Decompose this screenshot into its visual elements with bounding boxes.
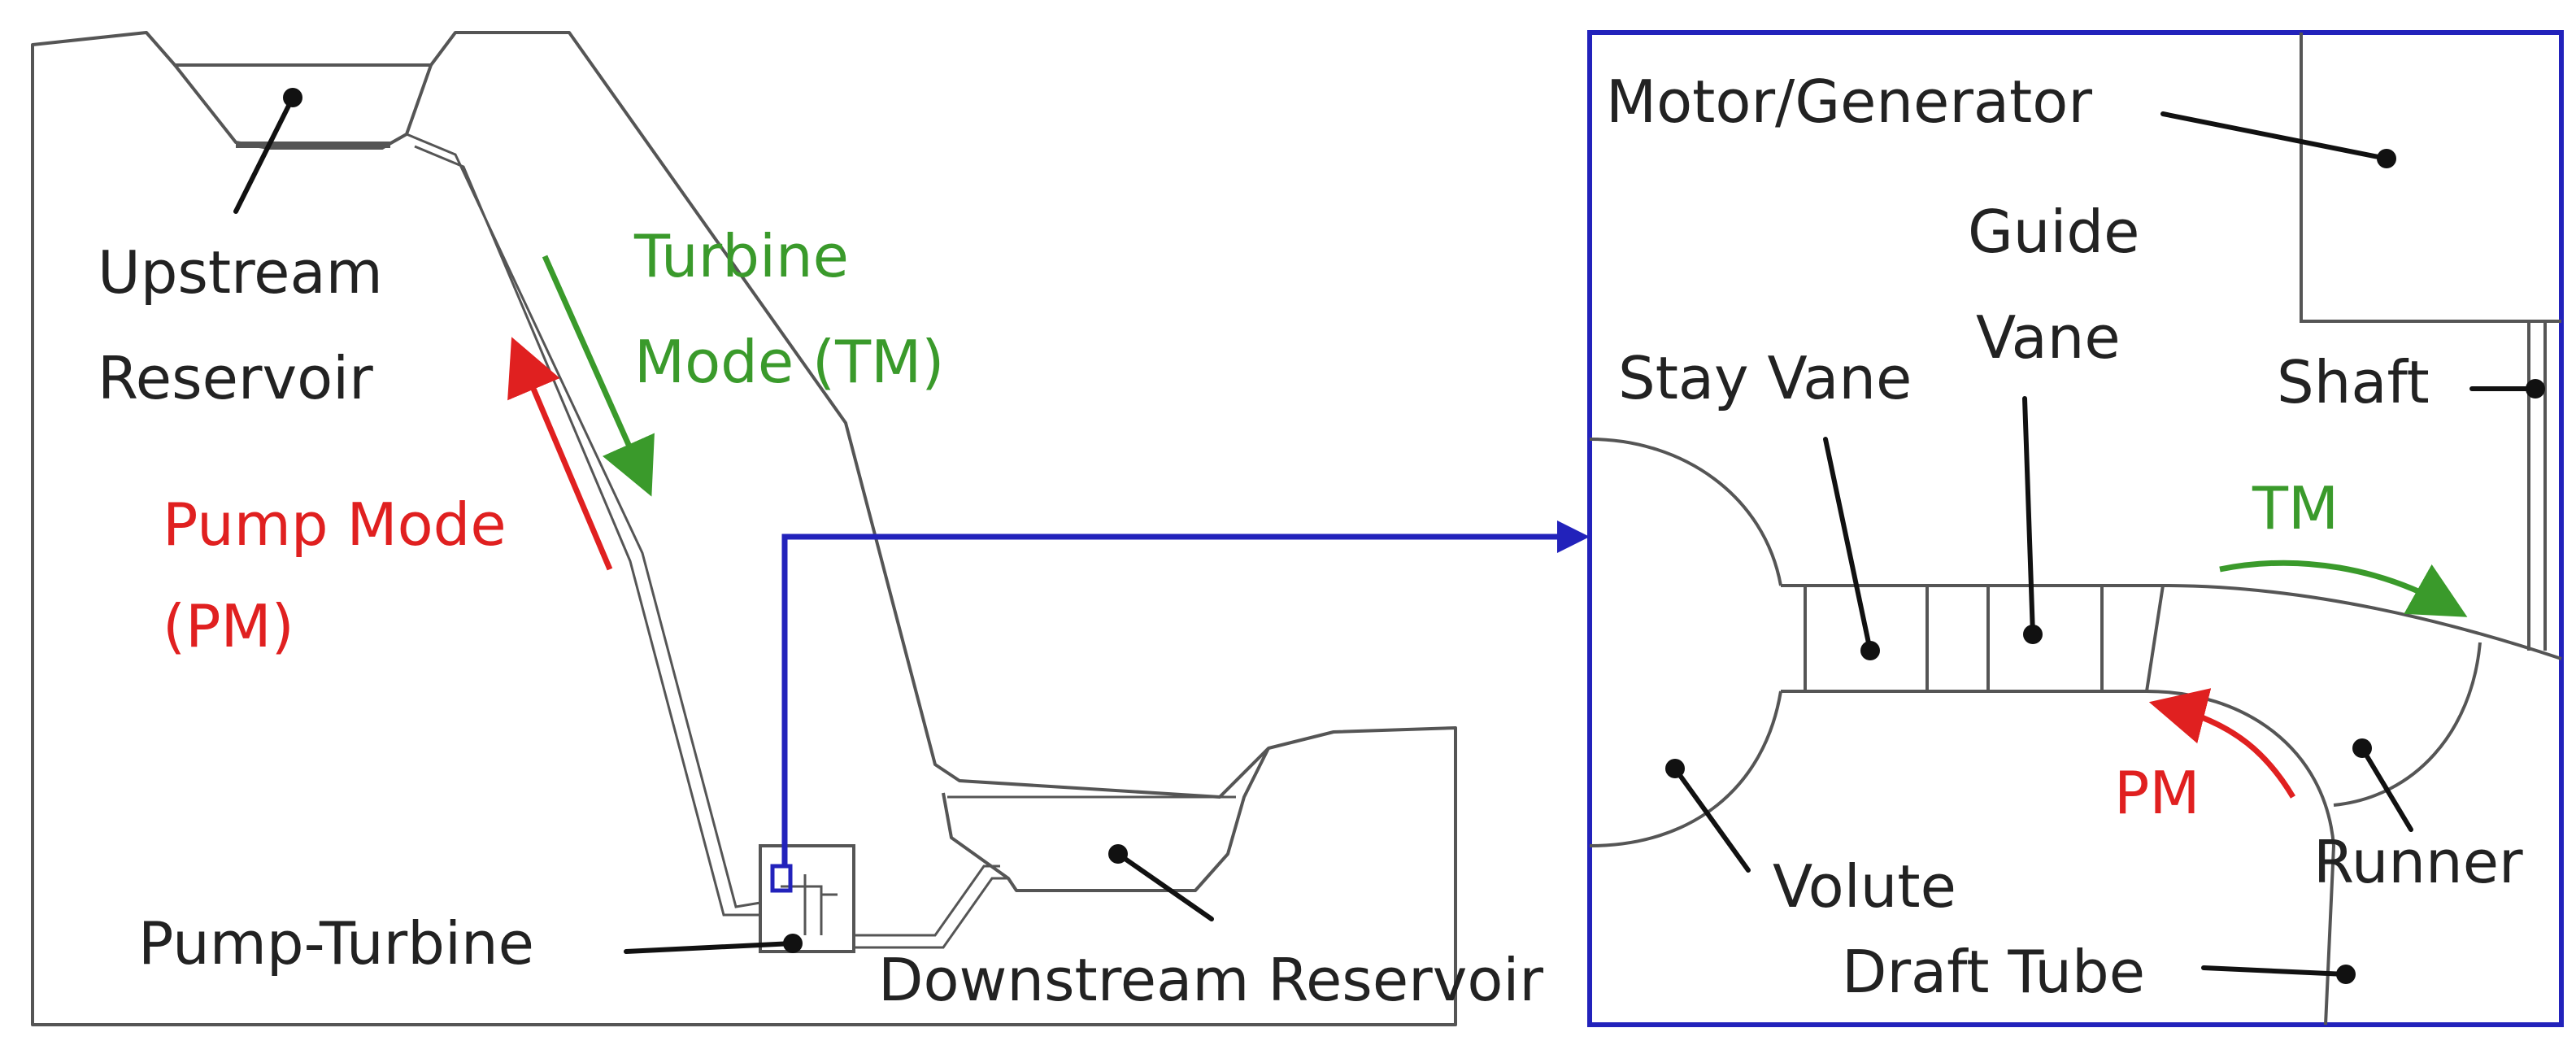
pump-mode-line1: Pump Mode: [163, 490, 507, 559]
plant-overview: Upstream Reservoir Turbine Mode (TM) Pum…: [31, 31, 1590, 1026]
draft-tube-dot: [2336, 965, 2356, 984]
pump-turbine-leader: [624, 941, 795, 954]
turbine-mode-line2: Mode (TM): [634, 328, 944, 396]
detail-view: Motor/Generator Guide Vane Stay Vane Sha…: [1587, 30, 2564, 1027]
pump-mode-line2: (PM): [163, 592, 294, 660]
runner-leader: [2360, 746, 2413, 832]
pm-arrow: [2148, 688, 2296, 799]
upstream-reservoir-dot: [283, 88, 302, 107]
turbine-mode-line1: Turbine: [633, 222, 849, 290]
downstream-reservoir-leader: [1116, 851, 1214, 921]
detail-connector: [781, 534, 1561, 866]
pump-mode-label-2: (PM): [163, 592, 294, 660]
pm-label: PM: [2114, 759, 2200, 827]
volute-leader: [1673, 766, 1751, 873]
terrain-outline: [31, 31, 1457, 1026]
vane-separator-5: [2145, 585, 2165, 692]
volute-dot: [1665, 759, 1685, 778]
motor-generator-box: [2300, 33, 2561, 323]
stay-vane-leader: [1823, 437, 1873, 653]
shaft-lines: [2527, 321, 2547, 651]
pump-turbine-internal: [781, 874, 838, 935]
motor-generator-dot: [2377, 149, 2396, 168]
tm-label: TM: [2252, 474, 2339, 542]
guide-vane-dot: [2023, 625, 2043, 644]
draft-tube-label: Draft Tube: [1842, 938, 2145, 1006]
shaft-label: Shaft: [2277, 348, 2430, 416]
pump-mode-label-1: Pump Mode: [163, 490, 507, 559]
upstream-reservoir-label: Upstream: [98, 238, 383, 307]
downstream-reservoir-label: Downstream Reservoir: [878, 946, 1543, 1014]
pump-turbine-house: [759, 844, 855, 953]
guide-vane-leader: [2022, 396, 2035, 637]
volute-label: Volute: [1773, 852, 1956, 921]
motor-generator-leader: [2160, 111, 2389, 161]
detail-frame: [1587, 30, 2564, 1027]
downstream-reservoir-dot: [1108, 844, 1128, 864]
upstream-reservoir-line2: Reservoir: [98, 344, 373, 412]
draft-tube-leader: [2201, 965, 2348, 977]
passage-upper-wall: [1781, 584, 2562, 660]
shaft-dot: [2526, 379, 2545, 399]
upstream-basin: [173, 63, 433, 150]
volute-upper: [1589, 438, 1782, 586]
pump-turbine-dot: [783, 934, 803, 953]
stay-vane-dot: [1860, 641, 1880, 660]
upstream-reservoir-leader: [233, 95, 295, 214]
tailrace-inner: [854, 877, 1008, 949]
penstock-inner: [414, 145, 760, 917]
pump-mode-arrow: [507, 337, 613, 571]
runner-label: Runner: [2313, 828, 2523, 896]
penstock-outer: [406, 133, 761, 908]
volute-lower: [1589, 690, 1782, 847]
pump-turbine-highlight: [770, 864, 793, 893]
upstream-reservoir-label-2: Reservoir: [98, 344, 373, 412]
turbine-mode-label-1: Turbine: [633, 222, 849, 290]
guide-vane-label-2: Vane: [1976, 303, 2121, 372]
turbine-mode-arrow: [542, 255, 655, 497]
motor-generator-label: Motor/Generator: [1606, 68, 2092, 136]
turbine-mode-label-2: Mode (TM): [634, 328, 944, 396]
downstream-basin: [942, 747, 1270, 892]
tm-arrow: [2219, 560, 2468, 617]
guide-vane-label-1: Guide: [1968, 198, 2139, 266]
stay-vane-label: Stay Vane: [1618, 344, 1912, 412]
detail-connector-arrowhead: [1557, 520, 1590, 553]
runner-arc: [2333, 642, 2482, 807]
runner-dot: [2352, 738, 2372, 758]
guide-vane-line1: Guide: [1968, 198, 2139, 266]
tailrace-outer: [854, 865, 1000, 937]
pump-turbine-label: Pump-Turbine: [138, 909, 534, 978]
upstream-reservoir-line1: Upstream: [98, 238, 383, 307]
guide-vane-line2: Vane: [1976, 303, 2121, 372]
